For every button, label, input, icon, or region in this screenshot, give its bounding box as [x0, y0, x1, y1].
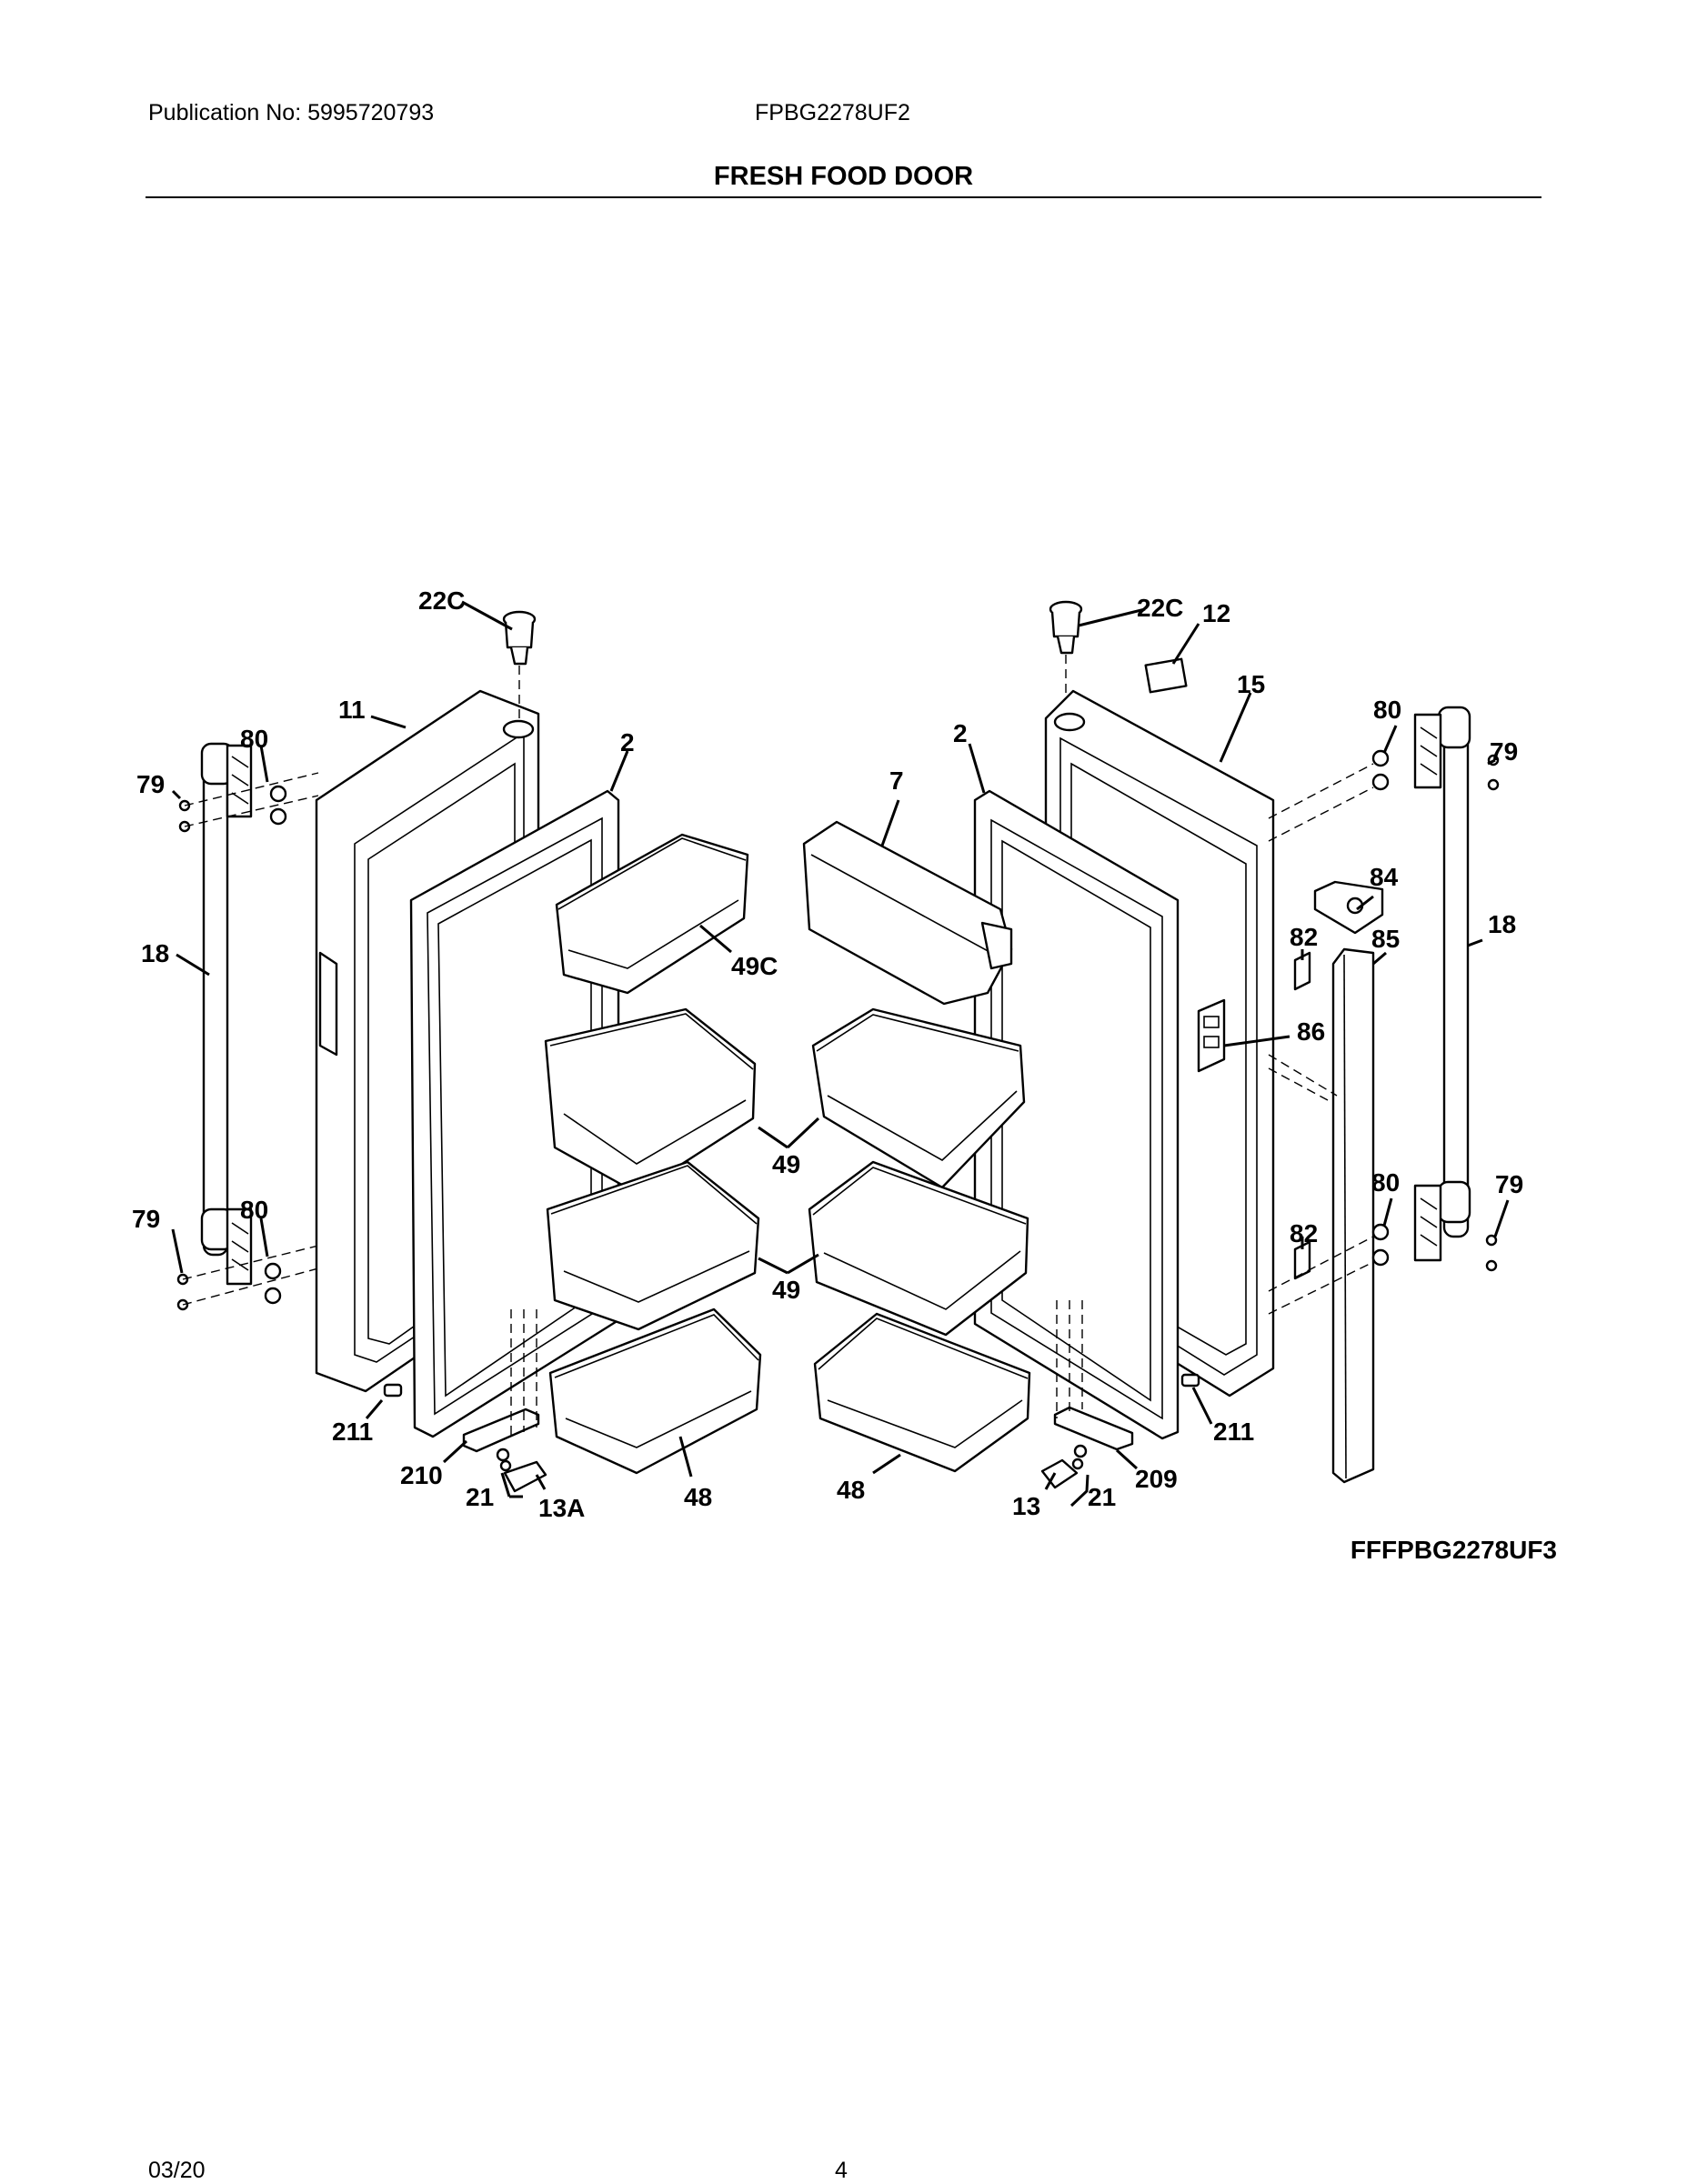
left-door-bin-49c	[555, 833, 749, 995]
callout-84: 84	[1370, 863, 1399, 891]
callout-86: 86	[1297, 1017, 1325, 1046]
callout-210: 210	[400, 1461, 443, 1489]
right-door-bin-49-lower	[808, 1160, 1029, 1337]
figure-id: FFFPBG2278UF3	[1350, 1536, 1557, 1564]
callout-209: 209	[1135, 1465, 1178, 1493]
callout-79-top-left: 79	[136, 770, 165, 798]
callout-2-left: 2	[620, 728, 635, 756]
right-handle-screws	[1268, 749, 1500, 1315]
callout-leaders	[171, 600, 1510, 1508]
callout-11: 11	[338, 696, 366, 724]
callout-80-top-right: 80	[1373, 696, 1401, 724]
callout-12: 12	[1202, 599, 1230, 627]
callout-49-upper: 49	[772, 1150, 800, 1178]
right-door-label	[1144, 657, 1188, 694]
publication-number: Publication No: 5995720793	[148, 100, 435, 125]
footer-date: 03/20	[148, 2158, 206, 2183]
callout-22c-right: 22C	[1137, 594, 1183, 622]
callout-13: 13	[1012, 1492, 1040, 1520]
callout-79-bottom-left: 79	[132, 1205, 160, 1233]
callout-48-right: 48	[837, 1476, 865, 1504]
right-door-trim	[1293, 880, 1384, 1484]
callout-211-left: 211	[332, 1418, 373, 1446]
callout-79-bottom-right: 79	[1495, 1170, 1523, 1198]
callout-22c-left: 22C	[418, 586, 465, 615]
callout-21-right: 21	[1088, 1483, 1116, 1511]
left-door-bin-49-upper	[544, 1007, 757, 1195]
callout-80-bottom-left: 80	[240, 1196, 268, 1224]
callout-18-left: 18	[141, 939, 169, 967]
left-door-handle	[200, 742, 253, 1286]
title-rule	[146, 196, 1541, 198]
callout-18-right: 18	[1488, 910, 1516, 938]
callout-82-top: 82	[1290, 923, 1318, 951]
callout-21-left: 21	[466, 1483, 494, 1511]
left-handle-screws	[176, 772, 319, 1311]
callout-13a: 13A	[538, 1494, 585, 1522]
page-number: 4	[835, 2158, 848, 2183]
callout-labels: 22C 11 2 80 79 18 49C 49 49 79 80 211 21…	[132, 586, 1523, 1522]
page-title: FRESH FOOD DOOR	[713, 162, 974, 191]
right-door-handle	[1413, 706, 1471, 1262]
callout-7: 7	[889, 766, 904, 795]
left-door-bin-49-lower	[546, 1160, 760, 1331]
model-number: FPBG2278UF2	[755, 100, 910, 125]
right-door-bin-49-upper	[811, 1007, 1026, 1189]
left-door-bin-48	[548, 1307, 762, 1475]
callout-2-right: 2	[953, 719, 968, 747]
left-bottom-hinge	[383, 1309, 547, 1493]
callout-85: 85	[1371, 925, 1400, 953]
callout-79-top-right: 79	[1490, 737, 1518, 766]
callout-15: 15	[1237, 670, 1265, 698]
callout-80-bottom-right: 80	[1371, 1168, 1400, 1197]
callout-82-bottom: 82	[1290, 1219, 1318, 1247]
callout-49-lower: 49	[772, 1276, 800, 1304]
callout-48-left: 48	[684, 1483, 712, 1511]
right-door-liner	[973, 789, 1180, 1440]
callout-80-top-left: 80	[240, 725, 268, 753]
right-door-bin-48	[813, 1312, 1031, 1473]
right-door-control-module	[1197, 998, 1226, 1073]
callout-49c: 49C	[731, 952, 778, 980]
right-dairy-compartment	[802, 820, 1013, 1006]
callout-211-right: 211	[1213, 1418, 1254, 1446]
